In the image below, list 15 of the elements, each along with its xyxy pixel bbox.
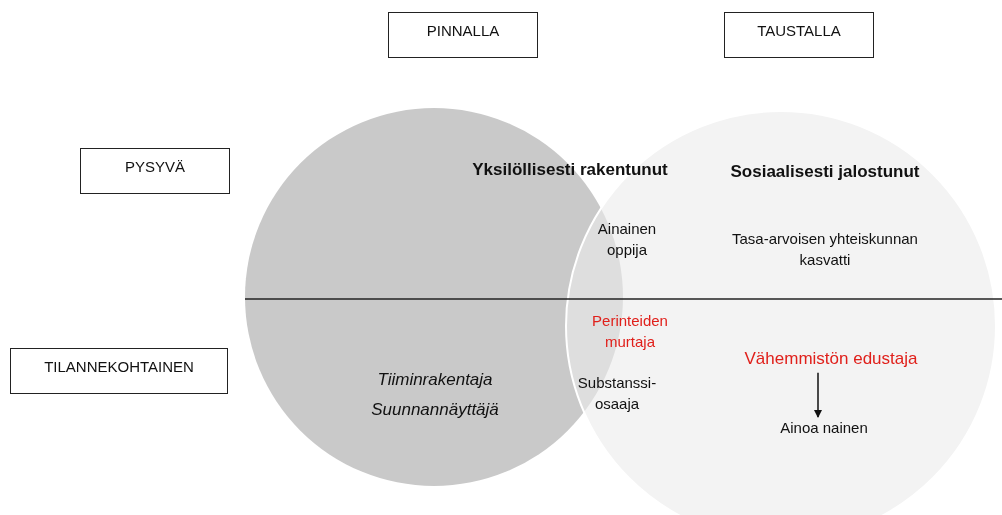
row-header-box: PYSYVÄ: [80, 148, 230, 194]
column-header-box: PINNALLA: [388, 12, 538, 58]
role-text: Perinteiden murtaja: [591, 311, 669, 352]
category-heading: Sosiaalisesti jalostunut: [729, 161, 921, 183]
role-text: Vähemmistön edustaja: [716, 347, 946, 371]
role-text: Substanssi-osaaja: [576, 373, 658, 414]
column-header-box: TAUSTALLA: [724, 12, 874, 58]
role-text: Suunnannäyttäjä: [370, 399, 500, 421]
role-text: Tiiminrakentaja: [376, 369, 494, 391]
arrow: [814, 372, 822, 418]
role-text: Ainoa nainen: [754, 417, 894, 438]
description-text: Tasa-arvoisen yhteiskunnan kasvatti: [731, 229, 919, 270]
category-heading: Yksilöllisesti rakentunut: [471, 159, 669, 181]
role-text: Ainainen oppija: [596, 219, 658, 260]
row-header-box: TILANNEKOHTAINEN: [10, 348, 228, 394]
